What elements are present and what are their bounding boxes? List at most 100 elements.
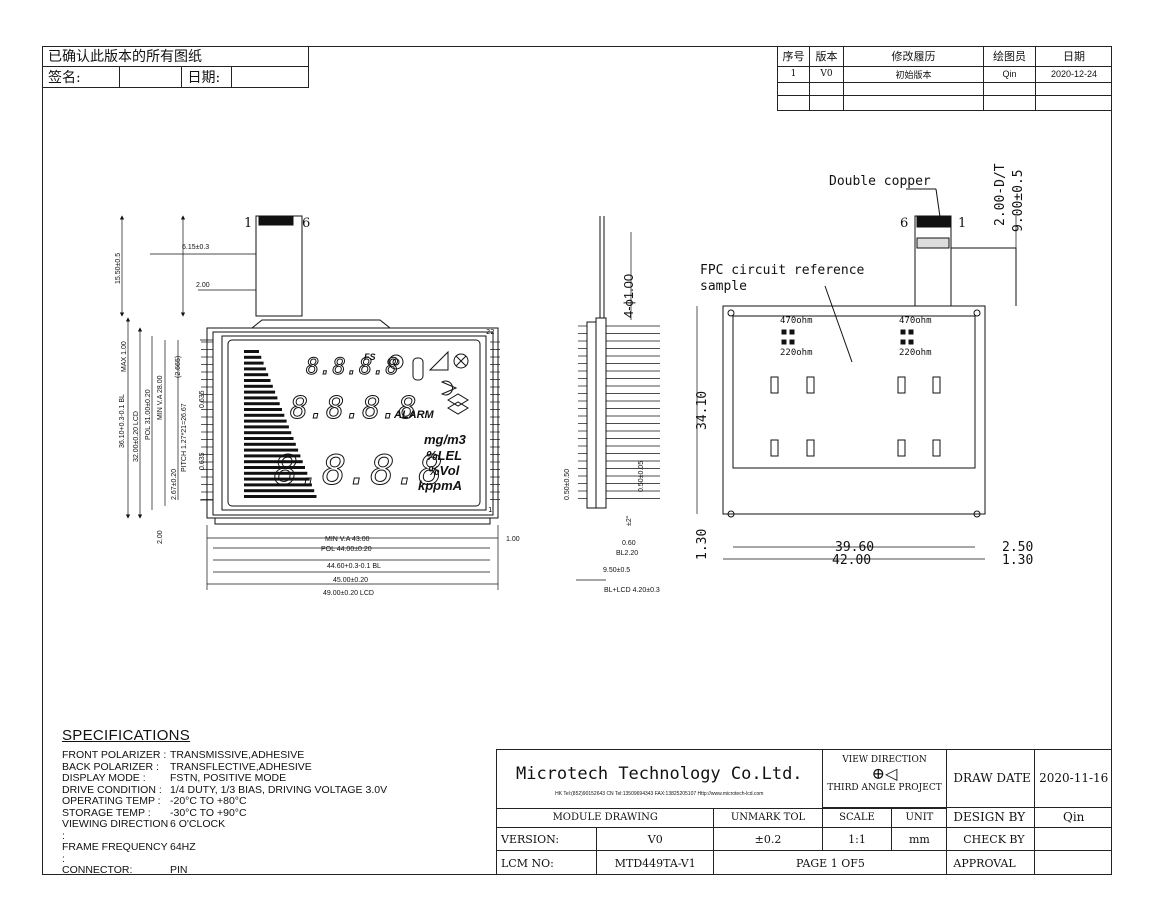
dim-pitch: PITCH 1.27*21=26.67 bbox=[181, 403, 188, 472]
smd-pad bbox=[781, 329, 787, 335]
spec-key: DISPLAY MODE : bbox=[62, 772, 146, 784]
bar-segment bbox=[244, 495, 317, 498]
pin-hole-pad bbox=[897, 376, 906, 394]
smd-pad bbox=[789, 329, 795, 335]
target-icon-center bbox=[392, 358, 400, 366]
spec-row: BACK POLARIZER :TRANSFLECTIVE,ADHESIVE bbox=[62, 761, 387, 774]
dim-1-30r: 1.30 bbox=[1002, 553, 1033, 568]
approval-value bbox=[1034, 850, 1112, 875]
lel-label: %LEL bbox=[426, 448, 462, 463]
pin-label-6-rear: 6 bbox=[900, 216, 908, 231]
side-pin-block bbox=[586, 321, 597, 509]
dim-1-30l: 1.30 bbox=[695, 529, 710, 560]
spec-row: VIEWING DIRECTION :6 O'CLOCK bbox=[62, 818, 387, 842]
resistor-220-right: 220ohm bbox=[899, 348, 932, 358]
date-field[interactable] bbox=[230, 66, 309, 88]
dim-36-10: 36.10+0.3-0.1 BL bbox=[119, 394, 126, 448]
version-value: V0 bbox=[595, 827, 715, 852]
pin-hole-pad bbox=[932, 376, 941, 394]
pin-hole-pad bbox=[806, 376, 815, 394]
pin-label-1: 1 bbox=[244, 216, 252, 231]
approval-confirm-text: 已确认此版本的所有图纸 bbox=[42, 46, 309, 67]
dim-phi-1: 4-ϕ1.00 bbox=[621, 274, 636, 318]
rear-fpc-tail bbox=[914, 215, 952, 307]
page-number: PAGE 1 OF5 bbox=[713, 850, 948, 875]
draw-date-label: DRAW DATE bbox=[946, 749, 1036, 808]
lcm-no-value: MTD449TA-V1 bbox=[595, 850, 715, 875]
double-copper-label: Double copper bbox=[829, 174, 931, 189]
dim-32-00: 32.00±0.20 LCD bbox=[133, 411, 140, 462]
view-direction-label: VIEW DIRECTION bbox=[842, 755, 927, 765]
pin-1-mark: 1 bbox=[488, 506, 492, 514]
smd-pad bbox=[789, 339, 795, 345]
bar-segment bbox=[244, 454, 301, 458]
bar-segment bbox=[244, 425, 289, 429]
rev-header-version: 版本 bbox=[809, 46, 844, 67]
bar-segment bbox=[244, 367, 266, 371]
version-label: VERSION: bbox=[496, 827, 597, 852]
spec-key: FRAME FREQUENCY : bbox=[62, 841, 168, 865]
dim-0-60: 0.60 bbox=[622, 540, 636, 547]
rear-fpc-pins bbox=[916, 216, 952, 228]
dim-39-60: 39.60 bbox=[835, 540, 874, 555]
sign-label: 签名: bbox=[42, 66, 120, 88]
mgm3-label: mg/m3 bbox=[424, 432, 467, 447]
spec-row: DISPLAY MODE :FSTN, POSITIVE MODE bbox=[62, 772, 387, 785]
resistor-470-right: 470ohm bbox=[899, 316, 932, 326]
dim-0-50b: 0.50±0.05 bbox=[638, 461, 645, 492]
bar-segment bbox=[244, 489, 315, 493]
dim-2-67: 2.67±0.20 bbox=[171, 469, 178, 500]
bar-segment bbox=[244, 437, 294, 440]
draw-date-value: 2020-11-16 bbox=[1034, 749, 1112, 808]
pin-label-1-rear: 1 bbox=[958, 216, 966, 231]
bar-segment bbox=[244, 390, 276, 394]
fpc-note-line2: sample bbox=[700, 279, 747, 294]
scale-value: 1:1 bbox=[821, 827, 893, 852]
kppma-label: kppmA bbox=[418, 478, 462, 493]
bar-segment bbox=[244, 477, 310, 481]
alarm-label: ALARM bbox=[393, 409, 435, 421]
spec-key: CONNECTOR: bbox=[62, 864, 133, 876]
revision-table: 序号 版本 修改履历 绘图员 日期 1 V0 初始版本 Qin 2020-12-… bbox=[777, 46, 1112, 111]
company-name: Microtech Technology Co.Ltd. bbox=[515, 764, 803, 784]
dim-1-00r: 1.00 bbox=[506, 536, 520, 543]
target-icon bbox=[388, 354, 404, 370]
smd-pad bbox=[900, 339, 906, 345]
spec-value: -20°C TO +80°C bbox=[170, 795, 247, 807]
dim-0-635b: 0.635 bbox=[199, 452, 206, 470]
dim-49-00: 49.00±0.20 LCD bbox=[323, 590, 374, 597]
dimension-lines bbox=[119, 215, 1017, 590]
dim-0-635a: 0.635 bbox=[199, 390, 206, 408]
pin-hole-pad bbox=[806, 439, 815, 457]
left-pin-row bbox=[200, 339, 213, 501]
fpc-note-line1: FPC circuit reference bbox=[700, 263, 865, 278]
bar-segment bbox=[244, 379, 271, 382]
spec-row: DRIVE CONDITION :1/4 DUTY, 1/3 BIAS, DRI… bbox=[62, 784, 387, 797]
bar-segment bbox=[244, 373, 269, 377]
fpc-outline bbox=[951, 247, 1017, 306]
bar-segment bbox=[244, 355, 262, 359]
spec-key: VIEWING DIRECTION : bbox=[62, 818, 169, 842]
fpc-rear-view bbox=[722, 188, 1017, 518]
dim-0-50a: 0.50±0.50 bbox=[564, 469, 571, 500]
rev-header-drafter: 绘图员 bbox=[983, 46, 1036, 67]
front-view bbox=[200, 215, 500, 525]
pin-label-6: 6 bbox=[302, 216, 310, 231]
specifications-block: SPECIFICATIONS FRONT POLARIZER :TRANSMIS… bbox=[62, 727, 387, 877]
resistor-220-left: 220ohm bbox=[780, 348, 813, 358]
dim-2-50: 2.50 bbox=[1002, 540, 1033, 555]
spec-key: OPERATING TEMP : bbox=[62, 795, 161, 807]
spec-value: 64HZ bbox=[170, 841, 196, 853]
tolerance-value: ±0.2 bbox=[713, 827, 823, 852]
spec-value: 6 O'CLOCK bbox=[170, 818, 226, 830]
digits-mid: 8.8.8.8 bbox=[290, 391, 416, 426]
unit-value: mm bbox=[891, 827, 948, 852]
chart-icon bbox=[428, 350, 449, 371]
dim-2-00b: 2.00 bbox=[157, 530, 164, 544]
pin-22-mark: 22 bbox=[486, 328, 494, 336]
side-view bbox=[578, 216, 660, 509]
table-row bbox=[777, 94, 1112, 111]
check-by-label: CHECK BY bbox=[946, 827, 1036, 852]
